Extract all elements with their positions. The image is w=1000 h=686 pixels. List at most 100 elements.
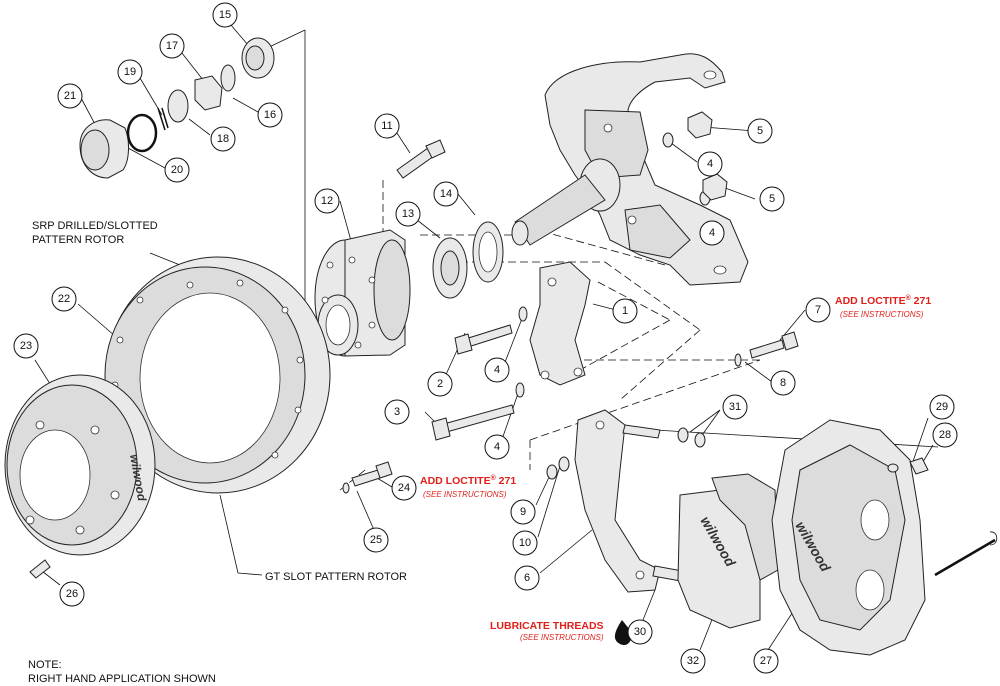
callout-22: 22 <box>51 286 77 312</box>
svg-text:11: 11 <box>381 120 392 132</box>
svg-text:5: 5 <box>769 193 775 205</box>
brake-pads: wilwood <box>677 473 779 629</box>
callout-1: 1 <box>612 298 638 324</box>
svg-text:30: 30 <box>634 626 646 638</box>
svg-text:7: 7 <box>815 304 821 316</box>
srp-rotor-label-1: SRP DRILLED/SLOTTED <box>32 220 158 232</box>
svg-text:28: 28 <box>939 429 951 441</box>
svg-text:4: 4 <box>707 158 713 170</box>
callout-32: 32 <box>680 648 706 674</box>
callout-17: 17 <box>159 33 185 59</box>
callout-18: 18 <box>210 126 236 152</box>
bolt-7-washer-8 <box>734 331 799 367</box>
svg-text:29: 29 <box>936 401 948 413</box>
rotor-hat: wilwood <box>4 374 156 556</box>
bracket-1 <box>529 261 591 386</box>
svg-text:26: 26 <box>66 588 78 600</box>
svg-text:16: 16 <box>264 109 276 121</box>
callout-23: 23 <box>13 333 39 359</box>
svg-text:4: 4 <box>494 441 500 453</box>
spacers <box>546 424 706 480</box>
svg-text:22: 22 <box>58 293 70 305</box>
svg-text:27: 27 <box>760 655 772 667</box>
loctite-callout-7: ADD LOCTITE® 271 <box>835 294 931 307</box>
spindle-knuckle <box>511 53 749 286</box>
callout-3: 3 <box>384 399 410 425</box>
svg-text:5: 5 <box>757 125 763 137</box>
callout-13: 13 <box>395 201 421 227</box>
callout-25: 25 <box>363 527 389 553</box>
svg-text:18: 18 <box>217 133 229 145</box>
svg-text:20: 20 <box>171 164 183 176</box>
svg-text:31: 31 <box>729 401 741 413</box>
caliper-bracket <box>574 409 661 593</box>
srp-rotor <box>104 256 331 494</box>
callout-26: 26 <box>59 581 85 607</box>
svg-text:10: 10 <box>519 537 531 549</box>
callout-24: 24 <box>391 475 417 501</box>
callout-6: 6 <box>514 565 540 591</box>
callout-5b: 5 <box>759 186 785 212</box>
caliper: wilwood <box>771 419 998 656</box>
callout-7: 7 <box>805 297 831 323</box>
srp-rotor-label-2: PATTERN ROTOR <box>32 234 124 246</box>
callout-14: 14 <box>433 181 459 207</box>
note-label: NOTE: <box>28 659 62 671</box>
callout-4b: 4 <box>699 220 725 246</box>
svg-text:13: 13 <box>402 208 414 220</box>
wheel-stud <box>396 139 446 179</box>
callout-31: 31 <box>722 394 748 420</box>
knuckle-hardware <box>662 111 728 206</box>
svg-text:15: 15 <box>219 9 231 21</box>
svg-text:14: 14 <box>440 188 452 200</box>
hat-bolt <box>29 559 51 579</box>
callout-12: 12 <box>314 188 340 214</box>
svg-text:9: 9 <box>520 506 526 518</box>
callout-28: 28 <box>932 422 958 448</box>
part-callouts: 15 17 19 21 16 18 20 11 12 13 14 5 4 5 4… <box>13 2 958 674</box>
svg-text:3: 3 <box>394 406 400 418</box>
lubricate-sub: (SEE INSTRUCTIONS) <box>520 633 604 642</box>
svg-text:23: 23 <box>20 340 32 352</box>
hub-assembly <box>314 221 504 357</box>
svg-text:4: 4 <box>709 227 715 239</box>
svg-text:32: 32 <box>687 655 699 667</box>
svg-text:1: 1 <box>622 305 628 317</box>
svg-text:21: 21 <box>64 90 76 102</box>
oil-drop-icon <box>614 620 632 646</box>
gt-rotor-label: GT SLOT PATTERN ROTOR <box>265 571 407 583</box>
svg-text:4: 4 <box>494 364 500 376</box>
callout-27: 27 <box>753 648 779 674</box>
lubricate-callout: LUBRICATE THREADS <box>490 620 604 632</box>
callout-4a: 4 <box>697 151 723 177</box>
svg-text:24: 24 <box>398 482 410 494</box>
callout-8: 8 <box>770 370 796 396</box>
callout-15: 15 <box>212 2 238 28</box>
callout-9: 9 <box>510 499 536 525</box>
dust-cap-hardware <box>79 37 275 179</box>
loctite-callout-24: ADD LOCTITE® 271 <box>420 474 516 487</box>
svg-text:6: 6 <box>524 572 530 584</box>
callout-2: 2 <box>427 371 453 397</box>
callout-4c: 4 <box>484 357 510 383</box>
callout-11: 11 <box>374 113 400 139</box>
rotor-bolt <box>342 461 393 494</box>
svg-text:19: 19 <box>124 66 136 78</box>
loctite-sub-24: (SEE INSTRUCTIONS) <box>423 490 507 499</box>
callout-20: 20 <box>164 157 190 183</box>
callout-5a: 5 <box>747 118 773 144</box>
callout-29: 29 <box>929 394 955 420</box>
callout-30: 30 <box>627 619 653 645</box>
callout-16: 16 <box>257 102 283 128</box>
callout-10: 10 <box>512 530 538 556</box>
svg-text:8: 8 <box>780 377 786 389</box>
callout-19: 19 <box>117 59 143 85</box>
note-text: RIGHT HAND APPLICATION SHOWN <box>28 673 216 685</box>
callout-21: 21 <box>57 83 83 109</box>
callout-4d: 4 <box>484 434 510 460</box>
svg-text:2: 2 <box>437 378 443 390</box>
loctite-sub-7: (SEE INSTRUCTIONS) <box>840 310 924 319</box>
bolts-2-3 <box>431 306 528 441</box>
svg-text:25: 25 <box>370 534 382 546</box>
